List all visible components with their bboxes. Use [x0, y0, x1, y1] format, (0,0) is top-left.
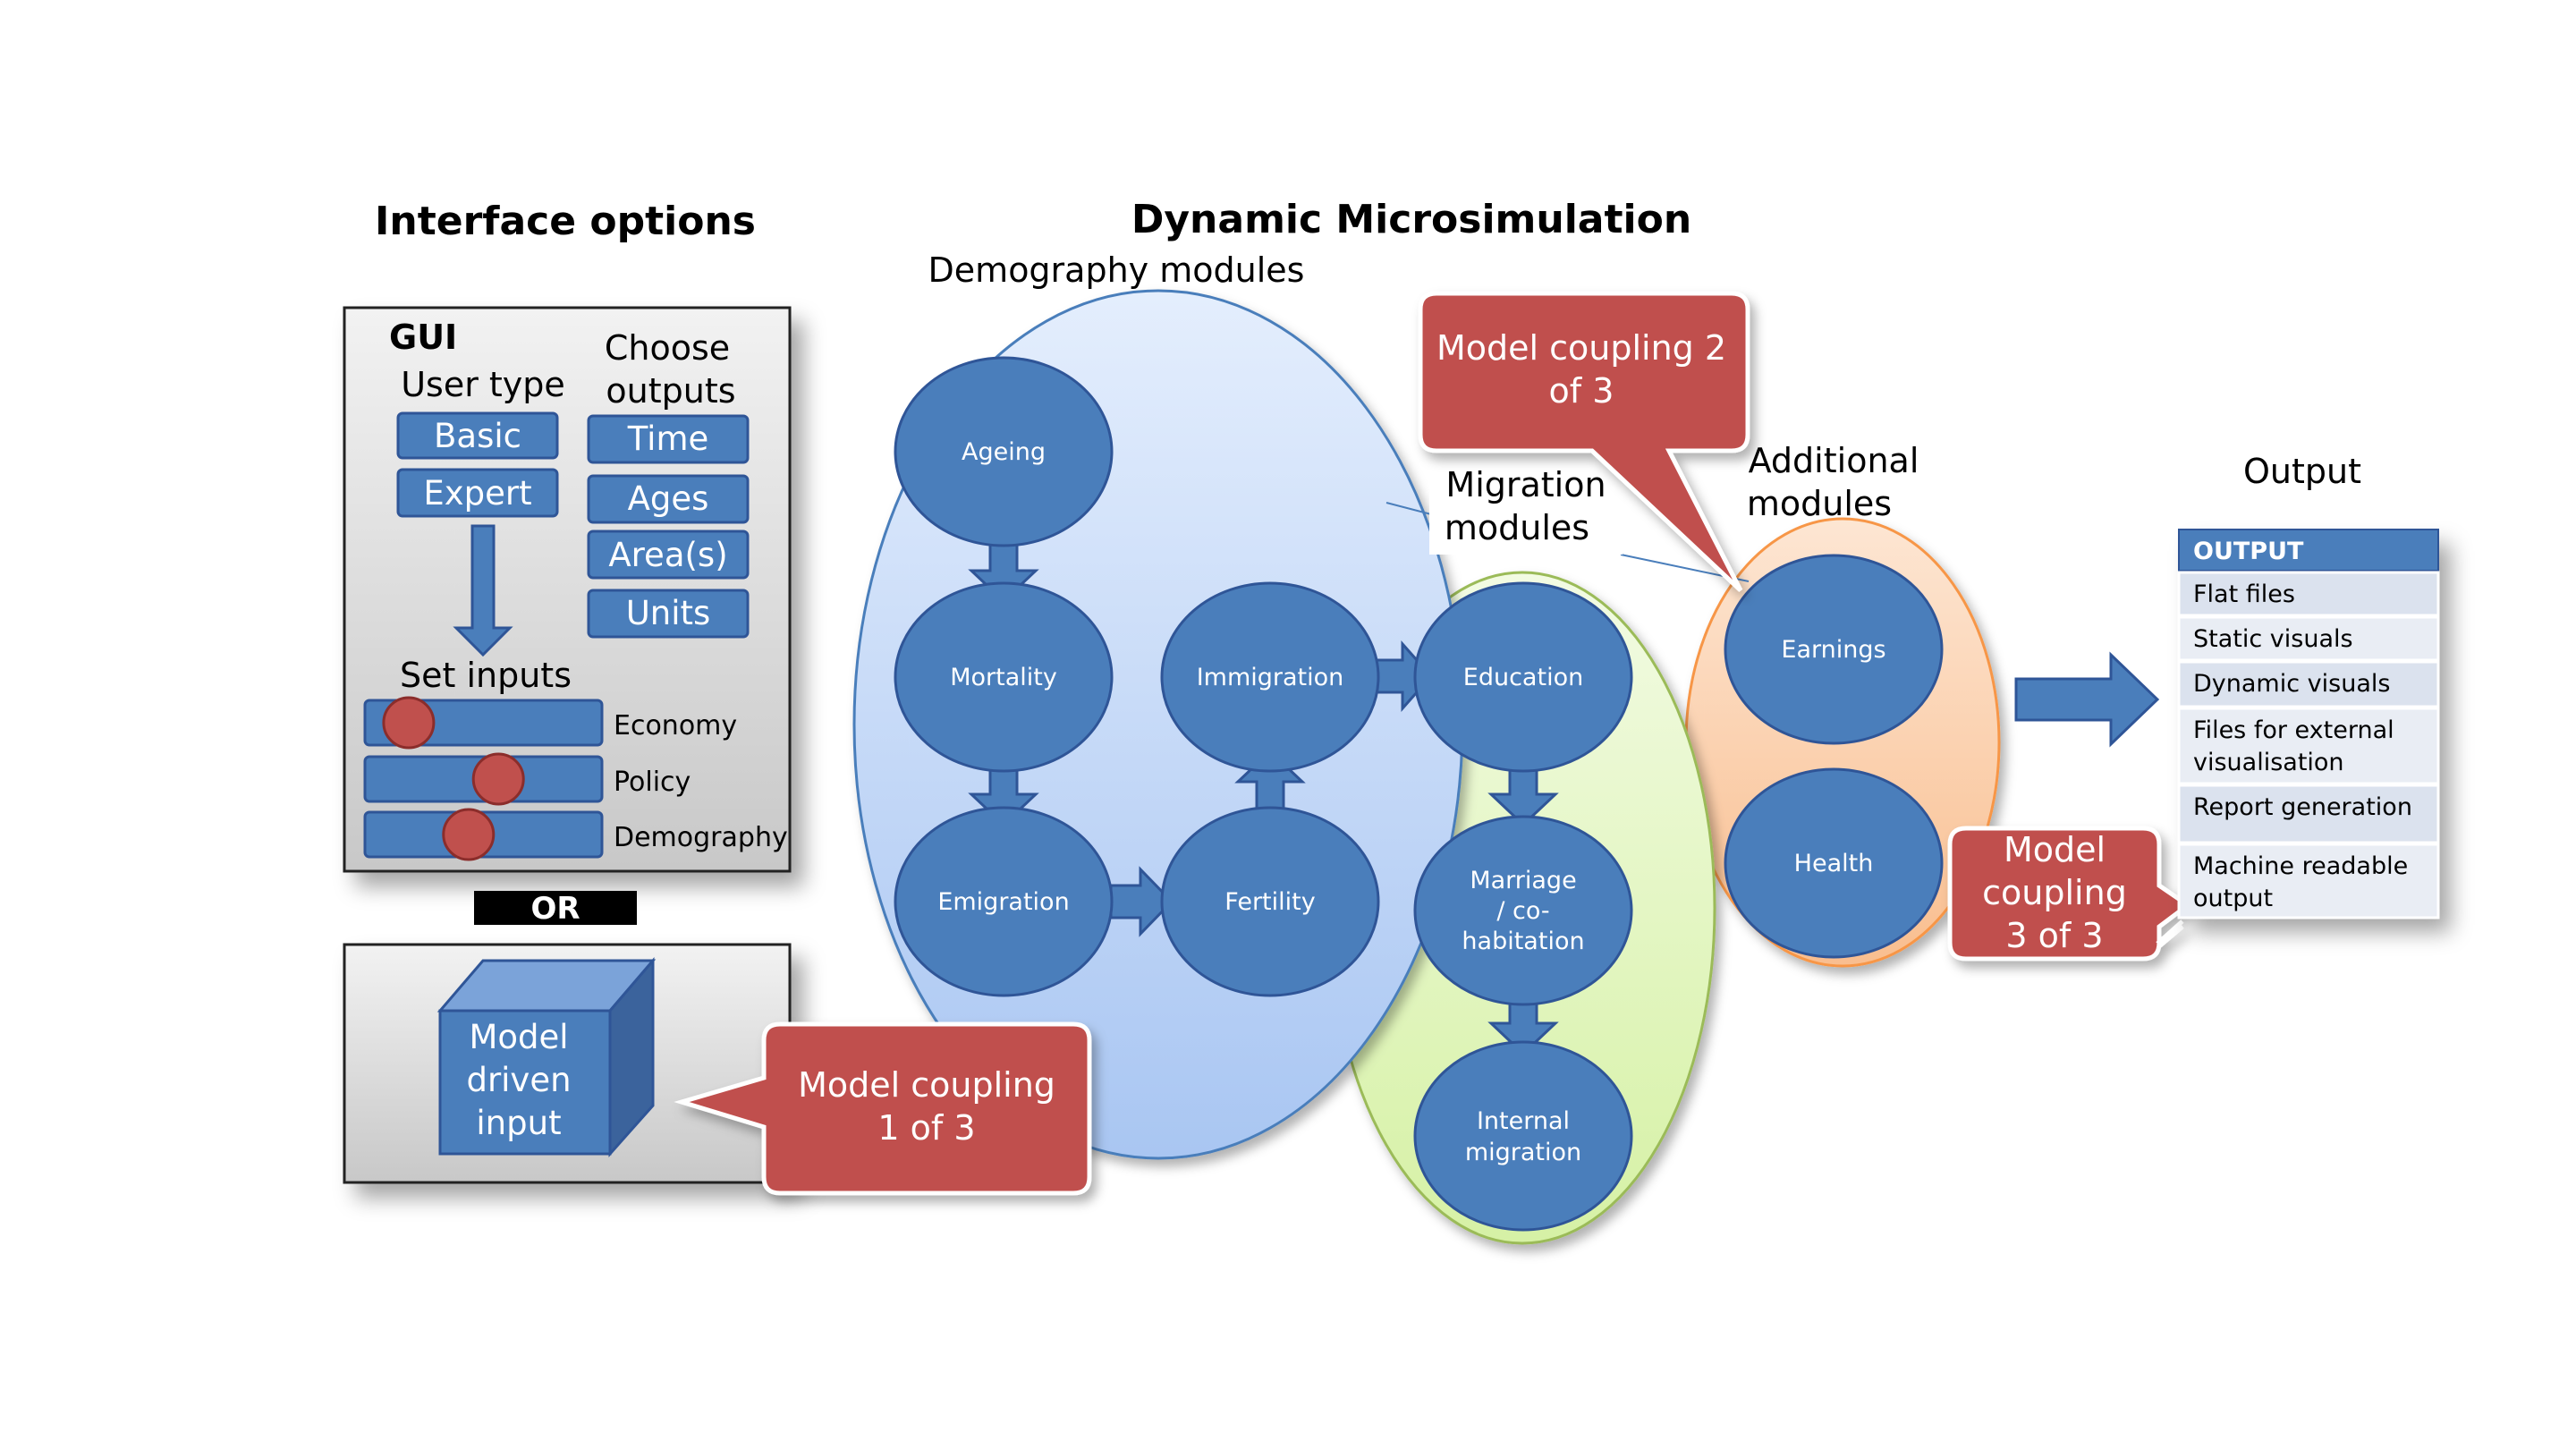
expert-button[interactable]: Expert — [396, 468, 559, 518]
node-earnings[interactable]: Earnings — [1724, 554, 1944, 745]
node-internal-label-1: Internal — [1477, 1107, 1570, 1135]
callout-3-pointer — [2156, 919, 2184, 945]
choose-outputs-label-2: outputs — [606, 371, 735, 411]
gui-title: GUI — [389, 318, 457, 357]
additional-modules-label-2: modules — [1747, 484, 1892, 523]
callout-model-coupling-3 — [1947, 826, 2192, 962]
gui-panel: GUI User type Choose outputs Basic Exper… — [343, 306, 792, 873]
basic-button[interactable]: Basic — [396, 411, 559, 460]
areas-button[interactable]: Area(s) — [587, 530, 750, 580]
interface-options-heading: Interface options — [375, 199, 756, 244]
node-fertility-label: Fertility — [1224, 888, 1315, 916]
model-driven-input-panel: Model driven input — [343, 943, 792, 1184]
node-emigration[interactable]: Emigration — [894, 806, 1114, 997]
output-item-label: output — [2193, 885, 2273, 912]
output-item[interactable] — [2177, 615, 2440, 662]
user-type-label: User type — [401, 365, 565, 404]
output-heading: Output — [2243, 452, 2361, 491]
or-label: OR — [530, 891, 580, 927]
output-item-label: Report generation — [2193, 793, 2412, 821]
output-item[interactable] — [2177, 707, 2440, 785]
node-mortality-label: Mortality — [950, 664, 1057, 691]
callout-model-coupling-2 — [1418, 291, 1750, 592]
migration-pointer-line — [1385, 502, 1432, 515]
node-marriage[interactable]: Marriage / co- habitation — [1413, 815, 1633, 1006]
output-panel-header-label: OUTPUT — [2193, 538, 2304, 565]
output-item[interactable] — [2177, 784, 2440, 844]
slider-knob[interactable] — [471, 752, 525, 806]
node-ageing-label: Ageing — [962, 438, 1046, 466]
output-item-label: Machine readable — [2193, 852, 2408, 880]
expert-button-label: Expert — [423, 474, 531, 513]
units-button-label: Units — [626, 594, 711, 632]
node-education[interactable]: Education — [1413, 581, 1633, 773]
output-item[interactable] — [2177, 571, 2440, 617]
node-earnings-label: Earnings — [1781, 636, 1885, 664]
node-education-label: Education — [1463, 664, 1583, 691]
slider-knob[interactable] — [382, 696, 436, 750]
output-item[interactable] — [2177, 843, 2440, 919]
right-arrow-icon — [2014, 651, 2160, 748]
cube-icon — [436, 956, 657, 1157]
model-input-line1: Model — [469, 1018, 568, 1056]
callout-model-coupling-1 — [674, 1021, 1092, 1196]
time-button[interactable]: Time — [587, 414, 750, 464]
node-internal-label-2: migration — [1465, 1139, 1581, 1166]
model-input-line3: input — [476, 1104, 561, 1142]
node-emigration-label: Emigration — [937, 888, 1069, 916]
callout-2-line2: of 3 — [1549, 371, 1614, 411]
choose-outputs-label-1: Choose — [605, 328, 730, 368]
output-item-label: Flat files — [2193, 580, 2295, 608]
node-internal-migration[interactable]: Internal migration — [1413, 1040, 1633, 1232]
node-mortality[interactable]: Mortality — [894, 581, 1114, 773]
node-health[interactable]: Health — [1724, 767, 1944, 959]
output-item-label: visualisation — [2193, 749, 2344, 776]
down-arrow-icon — [453, 524, 513, 657]
units-button[interactable]: Units — [587, 589, 750, 639]
migration-modules-label-box — [1429, 454, 1623, 555]
callout-3-line1: Model — [2004, 830, 2106, 869]
output-panel-header — [2178, 529, 2439, 572]
callout-1-line1: Model coupling — [798, 1065, 1055, 1105]
migration-modules-label-1: Migration — [1445, 465, 1606, 504]
node-fertility[interactable]: Fertility — [1160, 806, 1380, 997]
arrow-emigration-fertility — [1109, 866, 1174, 937]
areas-button-label: Area(s) — [608, 536, 727, 574]
or-badge — [474, 891, 637, 925]
dynamic-microsimulation-heading: Dynamic Microsimulation — [1131, 197, 1691, 242]
additional-modules-label-1: Additional — [1749, 441, 1919, 480]
callout-1-line2: 1 of 3 — [877, 1108, 975, 1148]
output-item-label: Static visuals — [2193, 625, 2353, 653]
model-input-line2: driven — [466, 1061, 571, 1099]
callout-2-line1: Model coupling 2 — [1436, 328, 1726, 368]
slider-label: Economy — [614, 710, 737, 741]
output-item[interactable] — [2177, 660, 2440, 708]
callout-3-line3: 3 of 3 — [2005, 916, 2103, 955]
node-immigration[interactable]: Immigration — [1160, 581, 1380, 773]
slider-label: Demography — [614, 822, 788, 853]
ages-button[interactable]: Ages — [587, 474, 750, 524]
callout-3-line2: coupling — [1982, 873, 2127, 912]
arrow-education-marriage — [1487, 766, 1559, 827]
demography-modules-label: Demography modules — [928, 250, 1305, 290]
output-item-label: Files for external — [2193, 716, 2394, 744]
migration-modules-label-2: modules — [1445, 508, 1589, 547]
node-health-label: Health — [1794, 850, 1874, 877]
node-marriage-label-2: / co- — [1496, 897, 1549, 925]
set-inputs-label: Set inputs — [400, 656, 572, 695]
basic-button-label: Basic — [434, 417, 521, 455]
output-item-label: Dynamic visuals — [2193, 670, 2390, 698]
node-marriage-label-1: Marriage — [1470, 867, 1576, 894]
node-marriage-label-3: habitation — [1462, 928, 1584, 955]
node-ageing[interactable]: Ageing — [894, 356, 1114, 547]
slider-label: Policy — [614, 767, 691, 798]
slider-knob[interactable] — [442, 808, 496, 861]
ages-button-label: Ages — [628, 479, 709, 518]
time-button-label: Time — [627, 419, 709, 458]
node-immigration-label: Immigration — [1197, 664, 1344, 691]
